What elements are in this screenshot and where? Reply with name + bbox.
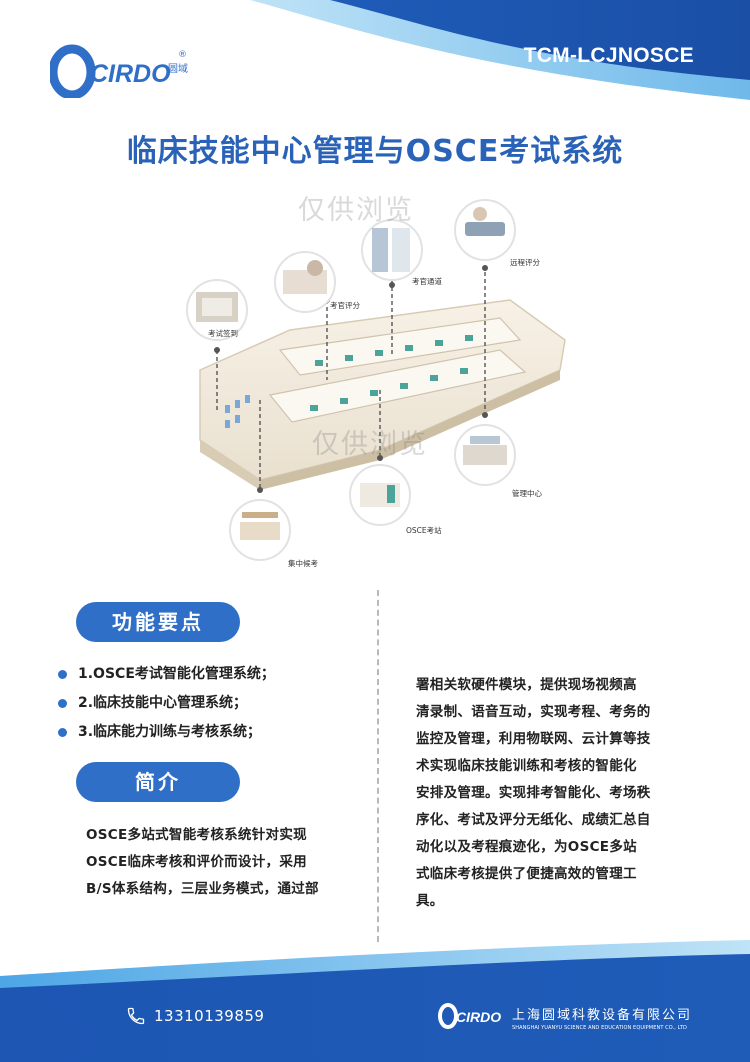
feature-item: 3.临床能力训练与考核系统； [58, 721, 358, 750]
company-name-cn: 上海圆域科教设备有限公司 [512, 1008, 693, 1023]
footer-wave-background [0, 940, 750, 1062]
bubble-osce-station [349, 464, 411, 526]
registered-mark: ® [178, 50, 187, 60]
intro-line: 监控及管理，利用物联网、云计算等技 [416, 731, 651, 747]
intro-line: 动化以及考程痕迹化，为OSCE多站 [416, 839, 637, 855]
intro-line: 式临床考核提供了便捷高效的管理工 [416, 866, 637, 882]
bubble-examiner-scoring [274, 251, 336, 313]
intro-line: 术实现临床技能训练和考核的智能化 [416, 758, 637, 774]
watermark: 仅供浏览 [298, 195, 414, 226]
bullet-dot-icon [58, 670, 67, 679]
feature-item: 1.OSCE考试智能化管理系统； [58, 663, 358, 692]
feature-text: 1.OSCE考试智能化管理系统； [78, 666, 275, 682]
label-management-center: 管理中心 [512, 488, 542, 498]
intro-line: 安排及管理。实现排考智能化、考场秩 [416, 785, 651, 801]
phone-contact[interactable]: 13310139859 [126, 1006, 264, 1026]
bubble-exam-checkin [186, 279, 248, 341]
label-central-waiting: 集中候考 [288, 558, 318, 568]
intro-line: OSCE多站式智能考核系统针对实现 [86, 827, 307, 843]
label-osce-station: OSCE考站 [406, 525, 442, 535]
facility-diagram: 考试签到 考官评分 考官通道 远程评分 管理中心 OSCE考站 集中候考 [180, 190, 580, 570]
features-heading: 功能要点 [76, 602, 240, 642]
footer-cirdo-logo: CIRDO [438, 1003, 501, 1029]
label-remote-scoring: 远程评分 [510, 258, 540, 267]
company-info: 上海圆域科教设备有限公司 SHANGHAI YUANYU SCIENCE AND… [512, 1004, 692, 1031]
intro-line: OSCE临床考核和评价而设计，采用 [86, 854, 307, 870]
feature-item: 2.临床技能中心管理系统； [58, 692, 358, 721]
column-divider [377, 590, 379, 942]
intro-line: 署相关软硬件模块，提供现场视频高 [416, 677, 637, 693]
bubble-remote-scoring [454, 199, 516, 261]
logo-wordmark: CIRDO [90, 60, 171, 88]
model-code: TCM-LCJNOSCE [523, 44, 694, 67]
feature-text: 3.临床能力训练与考核系统； [78, 724, 262, 740]
footer-logo-wordmark: CIRDO [456, 1009, 501, 1025]
cirdo-logo: CIRDO 圆域 ® [50, 44, 188, 98]
connector-lines [216, 265, 486, 490]
page-title: 临床技能中心管理与OSCE考试系统 [126, 134, 624, 169]
feature-text: 2.临床技能中心管理系统； [78, 695, 248, 711]
intro-text-left: OSCE多站式智能考核系统针对实现 OSCE临床考核和评价而设计，采用 B/S体… [86, 822, 368, 903]
intro-line: B/S体系结构，三层业务模式，通过部 [86, 881, 319, 897]
intro-line: 具。 [416, 893, 444, 909]
label-examiner-scoring: 考官评分 [330, 300, 360, 310]
intro-line: 序化、考试及评分无纸化、成绩汇总自 [416, 812, 651, 828]
watermark: 仅供浏览 [312, 429, 428, 460]
company-name-en: SHANGHAI YUANYU SCIENCE AND EDUCATION EQ… [512, 1025, 687, 1031]
phone-icon [127, 1007, 145, 1025]
bubble-management-center [454, 424, 516, 486]
logo-cn-mark: 圆域 [168, 62, 188, 75]
intro-line: 清录制、语音互动，实现考程、考务的 [416, 704, 651, 720]
label-exam-checkin: 考试签到 [208, 328, 238, 338]
bubble-examiner-corridor [361, 219, 423, 281]
station-doors [310, 335, 473, 411]
label-examiner-corridor: 考官通道 [412, 276, 442, 286]
bubble-central-waiting [229, 499, 291, 561]
intro-text-right: 署相关软硬件模块，提供现场视频高 清录制、语音互动，实现考程、考务的 监控及管理… [416, 672, 708, 915]
phone-number: 13310139859 [154, 1007, 265, 1025]
feature-list: 1.OSCE考试智能化管理系统； 2.临床技能中心管理系统； 3.临床能力训练与… [58, 663, 358, 750]
header-wave-background [250, 0, 750, 100]
intro-heading: 简介 [76, 762, 240, 802]
bullet-dot-icon [58, 699, 67, 708]
bullet-dot-icon [58, 728, 67, 737]
